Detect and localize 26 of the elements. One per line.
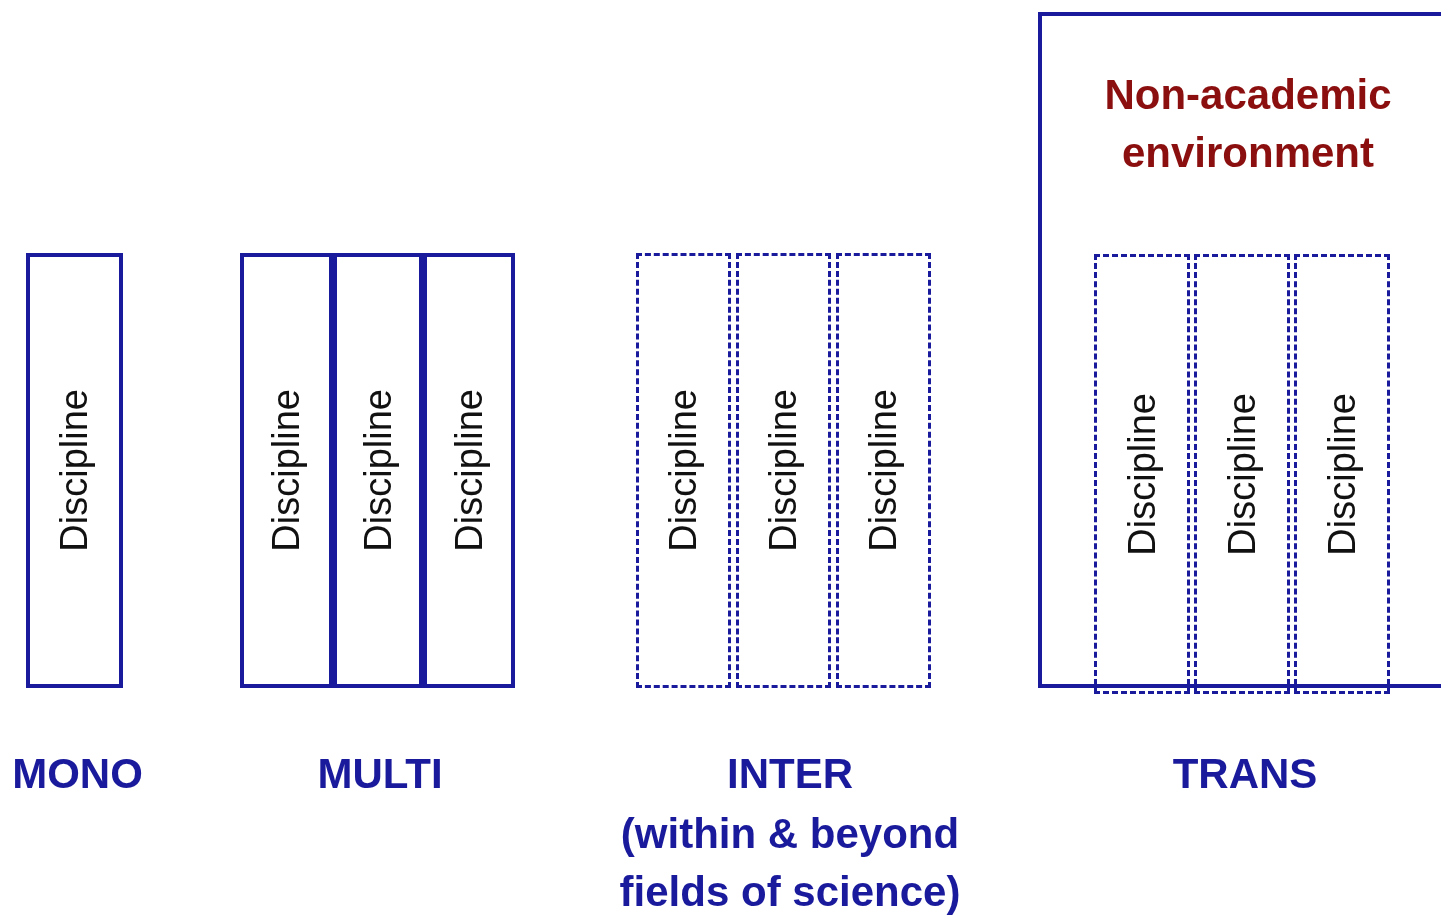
discipline-label: Discipline: [762, 389, 805, 552]
discipline-label: Discipline: [53, 389, 96, 552]
category-label: (within & beyond fields of science): [618, 809, 962, 917]
dashed-discipline-column: [836, 253, 931, 688]
discipline-column: [333, 253, 423, 688]
discipline-label: Discipline: [1220, 392, 1264, 556]
discipline-label: Discipline: [356, 389, 400, 552]
discipline-label: Discipline: [447, 389, 491, 552]
discipline-column: [26, 253, 123, 688]
discipline-label: Discipline: [1120, 392, 1164, 556]
category-label: TRANS: [1171, 749, 1319, 799]
dashed-discipline-column: [1094, 254, 1190, 694]
discipline-column: [423, 253, 515, 688]
discipline-label: Discipline: [1320, 392, 1364, 556]
discipline-label: Discipline: [662, 389, 705, 552]
discipline-column: [240, 253, 333, 688]
discipline-label: Discipline: [862, 389, 905, 552]
dashed-discipline-column: [736, 253, 831, 688]
category-label: MULTI: [316, 749, 444, 799]
dashed-discipline-column: [1194, 254, 1290, 694]
dashed-discipline-column: [1294, 254, 1390, 694]
category-label: MONO: [11, 749, 144, 799]
dashed-discipline-column: [636, 253, 731, 688]
environment-heading: Non-academic environment: [1103, 70, 1393, 178]
discipline-label: Discipline: [265, 389, 308, 552]
category-label: INTER: [726, 749, 854, 799]
